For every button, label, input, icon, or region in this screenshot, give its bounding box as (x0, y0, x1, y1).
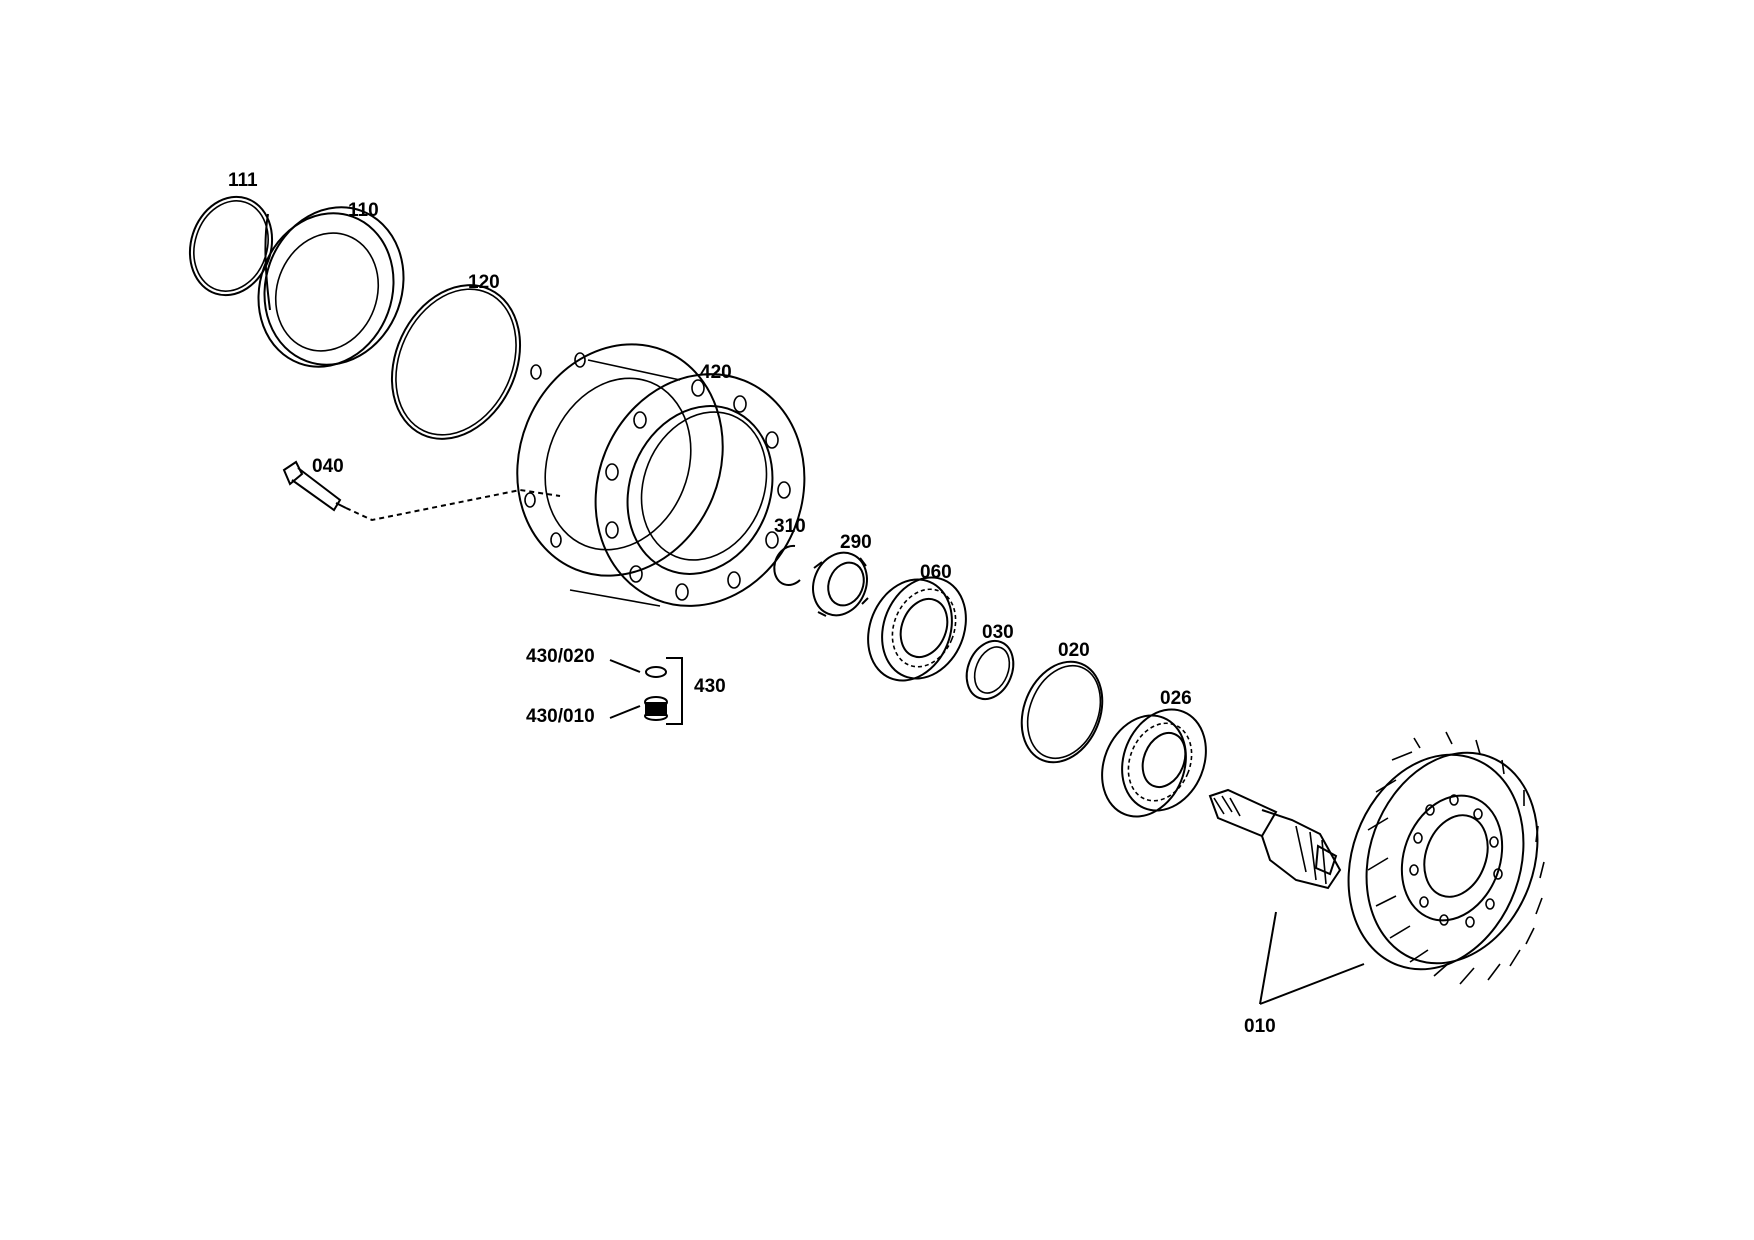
label-310: 310 (774, 516, 806, 537)
label-030: 030 (982, 622, 1014, 643)
label-110: 110 (348, 200, 379, 221)
label-111: 111 (228, 170, 258, 191)
part-030-ring (965, 639, 1015, 701)
label-026: 026 (1160, 688, 1192, 709)
label-040: 040 (312, 456, 344, 477)
part-010-bevel-gear-set (1208, 731, 1545, 1005)
part-040-bolt (282, 460, 561, 522)
label-010: 010 (1244, 1016, 1276, 1037)
label-430-010: 430/010 (526, 706, 595, 727)
part-120-o-ring (390, 284, 522, 440)
label-430: 430 (694, 676, 726, 697)
label-430-020: 430/020 (526, 646, 595, 667)
part-430-plug-assembly (609, 657, 683, 725)
part-110-thrust-washer (257, 206, 405, 368)
label-420: 420 (700, 362, 732, 383)
part-020-ring (1020, 660, 1104, 764)
label-290: 290 (840, 532, 872, 553)
label-020: 020 (1058, 640, 1090, 661)
part-310-snap-ring (773, 544, 801, 587)
part-060-ball-bearing (867, 576, 967, 682)
part-290-slotted-nut (812, 551, 869, 617)
part-420-housing (516, 343, 806, 607)
label-120: 120 (468, 272, 500, 293)
label-060: 060 (920, 562, 952, 583)
part-026-roller-bearing (1101, 708, 1207, 818)
